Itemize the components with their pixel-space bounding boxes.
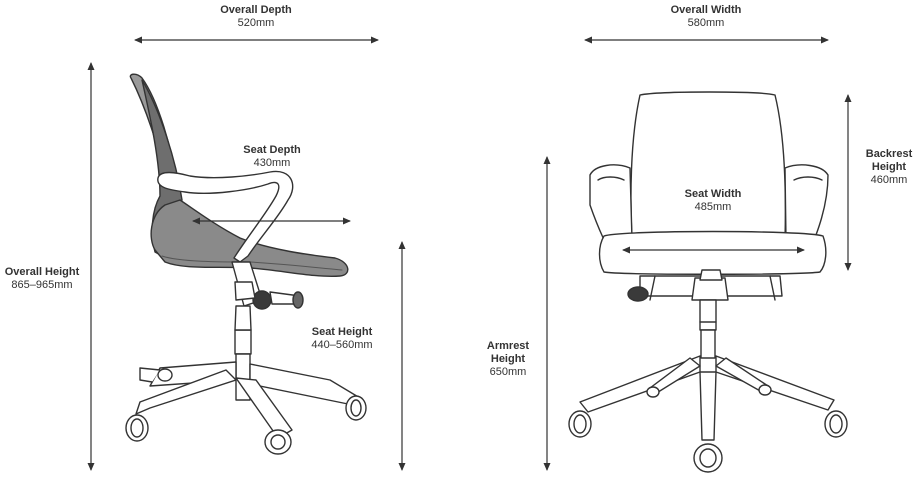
overall-height-label: Overall Height 865–965mm <box>0 266 84 292</box>
side-view-chair <box>125 73 367 455</box>
seat-height-title: Seat Height <box>311 326 373 338</box>
backrest-height-title-2: Height <box>871 161 907 173</box>
seat-width-title: Seat Width <box>684 188 742 200</box>
backrest-height-title-1: Backrest <box>865 148 913 160</box>
armrest-height-label: Armrest Height 650mm <box>476 340 540 379</box>
seat-depth-title: Seat Depth <box>243 144 301 156</box>
overall-width-value: 580mm <box>687 17 725 29</box>
overall-height-value: 865–965mm <box>11 279 73 291</box>
seat-width-value: 485mm <box>694 201 732 213</box>
backrest-height-value: 460mm <box>870 174 908 186</box>
armrest-height-value: 650mm <box>489 366 527 378</box>
seat-height-value: 440–560mm <box>311 339 373 351</box>
overall-height-title: Overall Height <box>4 266 80 278</box>
overall-width-title: Overall Width <box>670 4 742 16</box>
overall-depth-label: Overall Depth 520mm <box>196 4 316 30</box>
overall-depth-value: 520mm <box>237 17 275 29</box>
seat-depth-value: 430mm <box>253 157 291 169</box>
seat-height-label: Seat Height 440–560mm <box>300 326 384 352</box>
armrest-height-title-1: Armrest <box>486 340 530 352</box>
overall-width-label: Overall Width 580mm <box>646 4 766 30</box>
seat-depth-label: Seat Depth 430mm <box>212 144 332 170</box>
seat-width-label: Seat Width 485mm <box>653 188 773 214</box>
backrest-height-label: Backrest Height 460mm <box>856 148 915 187</box>
front-view-chair <box>568 91 848 473</box>
overall-depth-title: Overall Depth <box>220 4 292 16</box>
armrest-height-title-2: Height <box>490 353 526 365</box>
